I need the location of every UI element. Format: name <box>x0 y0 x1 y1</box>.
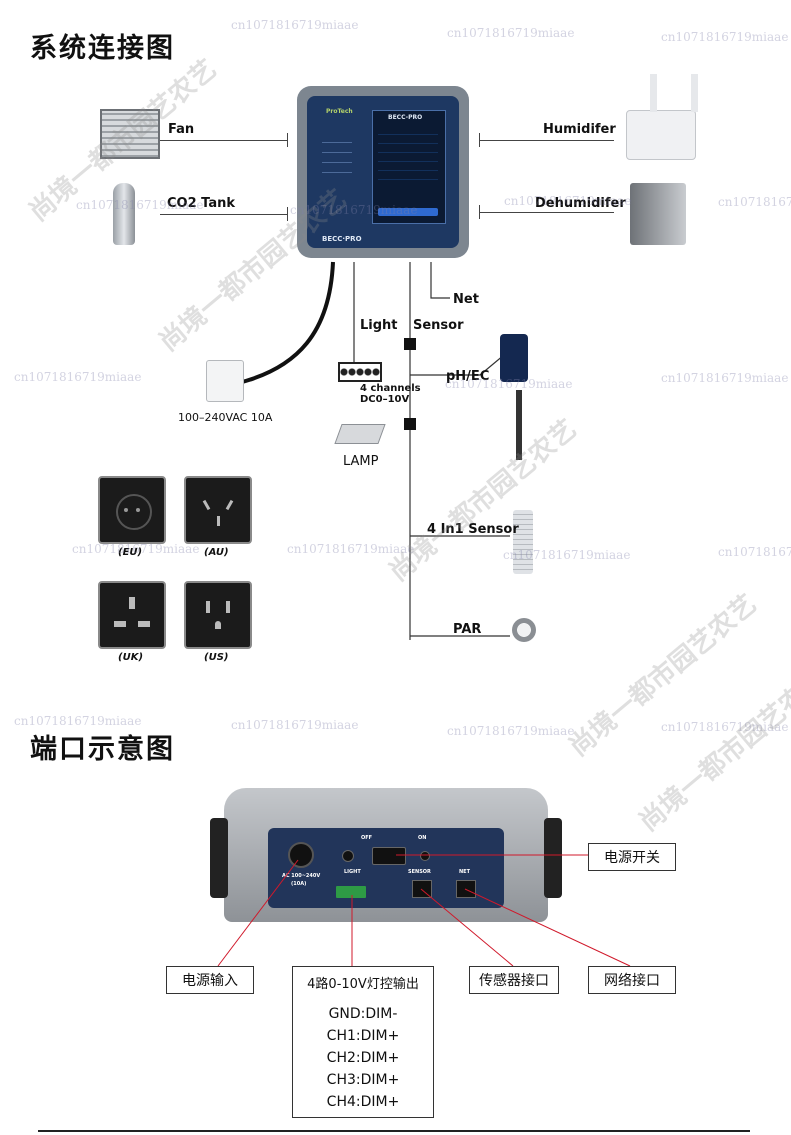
humidifier-label: Humidifer <box>543 122 616 137</box>
watermark-code: cn1071816719miaae <box>231 18 359 32</box>
screen-title: BECC-PRO <box>388 114 423 121</box>
panel-net-label: NET <box>459 869 471 875</box>
watermark-code: cn1071816719miaae <box>287 542 415 556</box>
watermark-code-short: cn10718167 <box>718 195 791 209</box>
dehumidifier-label: Dehumidifer <box>535 196 626 211</box>
watermark-code: cn1071816719miaae <box>76 198 204 212</box>
pin-ch1: CH1:DIM+ <box>326 1028 400 1044</box>
dehumidifier-image <box>630 183 686 245</box>
humidifier-line-tick <box>479 133 480 147</box>
watermark-code: cn1071816719miaae <box>14 714 142 728</box>
panel-off-label: OFF <box>361 835 373 841</box>
callout-sensor-port: 传感器接口 <box>469 966 559 994</box>
humidifier-line <box>479 140 614 141</box>
co2-line-tick <box>287 207 288 221</box>
power-switch[interactable] <box>372 847 406 865</box>
watermark-code: cn1071816719miaae <box>661 371 789 385</box>
co2-tank-image <box>113 183 135 245</box>
ph-ec-probe <box>516 390 522 460</box>
screen-buttons <box>378 208 438 216</box>
co2-tank-label: CO2 Tank <box>167 196 236 211</box>
socket-eu-caption: (EU) <box>118 547 143 558</box>
watermark-code: cn1071816719miaae <box>447 26 575 40</box>
watermark-code: cn1071816719miaae <box>503 548 631 562</box>
socket-eu <box>98 476 166 544</box>
socket-au-caption: (AU) <box>204 547 229 558</box>
power-inlet <box>288 842 314 868</box>
watermark-code: cn1071816719miaae <box>661 30 789 44</box>
light-terminal <box>336 886 366 898</box>
socket-uk <box>98 581 166 649</box>
fan-label: Fan <box>168 122 195 137</box>
device-mount-left <box>210 818 228 898</box>
socket-uk-caption: (UK) <box>118 652 144 663</box>
dc-label: DC0–10V <box>360 394 410 405</box>
callout-power-input: 电源输入 <box>166 966 254 994</box>
light-connector <box>338 362 382 382</box>
watermark-code: cn1071816719miaae <box>290 203 418 217</box>
light-output-box: 4路0-10V灯控输出 GND:DIM- CH1:DIM+ CH2:DIM+ C… <box>292 966 434 1118</box>
pin-ch4: CH4:DIM+ <box>326 1094 400 1110</box>
four-in-one-label: 4 In1 Sensor <box>427 522 519 537</box>
panel-on-label: ON <box>418 835 427 841</box>
pin-ch2: CH2:DIM+ <box>326 1050 400 1066</box>
pin-ch3: CH3:DIM+ <box>326 1072 400 1088</box>
connection-wires <box>229 261 511 640</box>
socket-us-caption: (US) <box>204 652 229 663</box>
panel-fuse <box>342 850 354 862</box>
dehumidifier-line <box>479 212 614 213</box>
watermark-code: cn1071816719miaae <box>72 542 200 556</box>
socket-us <box>184 581 252 649</box>
panel-ac-amp-label: (10A) <box>291 881 307 887</box>
light-output-title: 4路0-10V灯控输出 <box>307 977 419 992</box>
controller-logo: ProTech <box>326 108 353 115</box>
pin-gnd: GND:DIM- <box>328 1006 398 1022</box>
ph-ec-label: pH/EC <box>446 369 490 384</box>
status-leds <box>322 140 352 182</box>
four-in-one-sensor-image <box>513 510 533 574</box>
bottom-rule <box>38 1130 750 1132</box>
watermark-code: cn1071816719miaae <box>14 370 142 384</box>
panel-indicator <box>420 851 430 861</box>
fan-line-tick <box>287 133 288 147</box>
watermark-code-short: cn10718167 <box>718 545 791 559</box>
watermark-code: cn1071816719miaae <box>445 377 573 391</box>
co2-line <box>160 214 288 215</box>
controller-brand: BECC·PRO <box>322 235 362 243</box>
panel-light-label: LIGHT <box>344 869 361 875</box>
light-label: Light <box>360 318 398 333</box>
callout-power-switch: 电源开关 <box>588 843 676 871</box>
channels-label: 4 channels <box>360 383 421 394</box>
par-sensor-image <box>512 618 536 642</box>
wall-outlet <box>206 360 244 402</box>
lamp-label: LAMP <box>343 454 379 469</box>
humidifier-nozzles <box>650 74 698 112</box>
panel-ac-label: AC 100~240V <box>282 873 321 879</box>
socket-au <box>184 476 252 544</box>
watermark-code: cn1071816719miaae <box>504 194 632 208</box>
net-label: Net <box>453 292 479 307</box>
watermark-code: cn1071816719miaae <box>661 720 789 734</box>
panel-sensor-label: SENSOR <box>408 869 431 875</box>
sensor-label: Sensor <box>413 318 464 333</box>
screen-readings <box>378 128 438 188</box>
device-mount-right <box>544 818 562 898</box>
fan-line <box>160 140 288 141</box>
par-label: PAR <box>453 622 482 637</box>
fan-image <box>100 109 160 159</box>
callout-net-port: 网络接口 <box>588 966 676 994</box>
power-spec-label: 100–240VAC 10A <box>178 411 273 424</box>
dehumidifier-line-tick <box>479 205 480 219</box>
ports-diagram-title: 端口示意图 <box>30 734 175 765</box>
humidifier-image <box>626 110 696 160</box>
connection-diagram-title: 系统连接图 <box>30 33 175 64</box>
ph-ec-meter-image <box>500 334 528 382</box>
watermark-code: cn1071816719miaae <box>447 724 575 738</box>
watermark-code: cn1071816719miaae <box>231 718 359 732</box>
